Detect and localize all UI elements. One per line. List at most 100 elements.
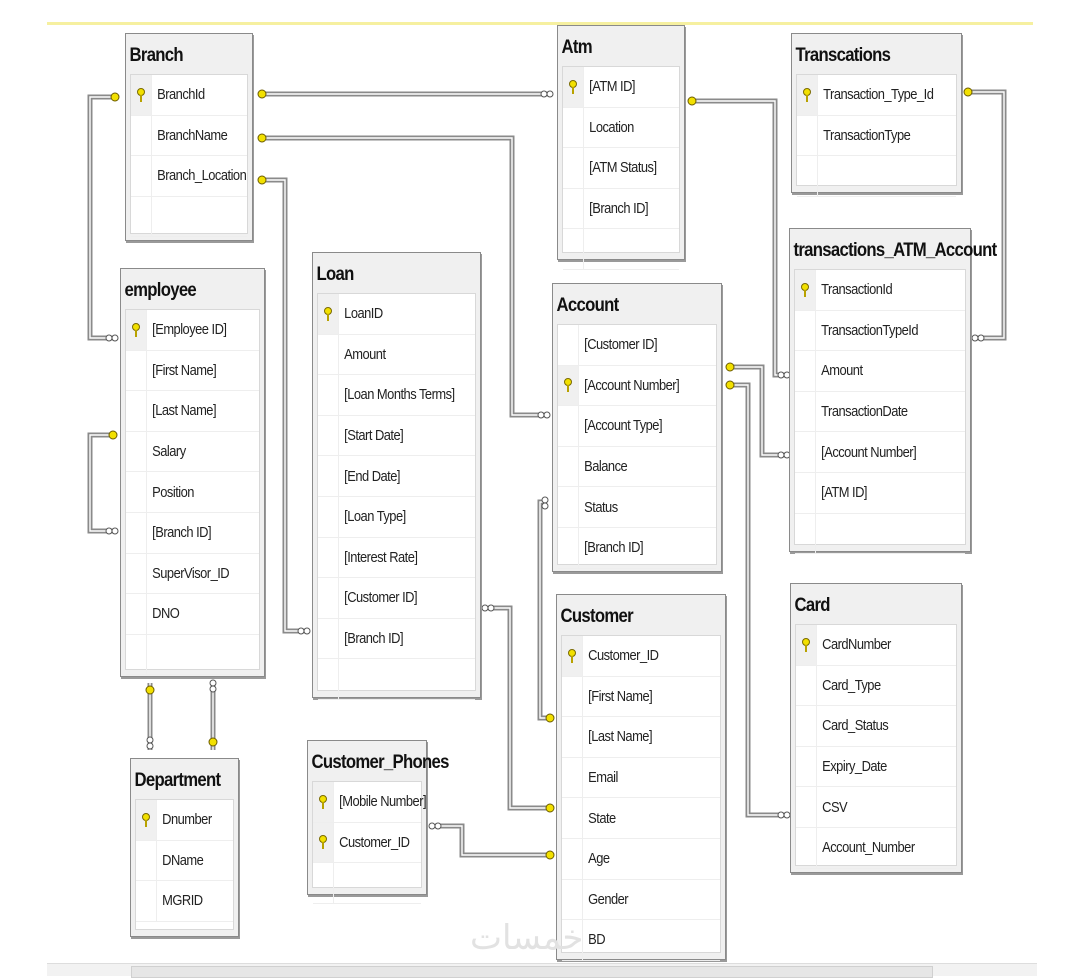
empty-row[interactable] xyxy=(126,634,259,676)
column-row[interactable]: [Employee ID] xyxy=(126,310,259,351)
column-row[interactable]: BranchName xyxy=(131,115,247,157)
column-row[interactable]: [Branch ID] xyxy=(318,618,475,660)
empty-row[interactable] xyxy=(797,156,956,197)
row-selector xyxy=(318,415,339,456)
column-row[interactable]: TransactionDate xyxy=(795,391,965,433)
table-employee[interactable]: employee [Employee ID][First Name][Last N… xyxy=(120,268,265,677)
column-row[interactable]: [First Name] xyxy=(562,676,720,718)
row-selector xyxy=(562,879,583,920)
column-row[interactable]: Salary xyxy=(126,431,259,473)
column-row[interactable]: [Interest Rate] xyxy=(318,537,475,579)
column-row[interactable]: [End Date] xyxy=(318,456,475,497)
column-row[interactable]: Amount xyxy=(795,351,965,392)
row-selector xyxy=(318,456,339,496)
table-title[interactable]: Atm xyxy=(561,37,593,58)
table-title[interactable]: transactions_ATM_Account xyxy=(793,240,998,261)
column-row[interactable]: Transaction_Type_Id xyxy=(797,75,956,116)
column-row[interactable]: [Last Name] xyxy=(562,717,720,758)
column-row[interactable]: [First Name] xyxy=(126,350,259,392)
column-name: Amount xyxy=(344,345,386,363)
table-title[interactable]: Account xyxy=(556,295,620,316)
table-atm[interactable]: Atm [ATM ID]Location[ATM Status][Branch I… xyxy=(557,25,685,270)
column-row[interactable]: Account_Number xyxy=(796,827,956,869)
column-row[interactable]: BD xyxy=(562,920,720,961)
row-selector xyxy=(562,798,583,838)
column-row[interactable]: Customer_ID xyxy=(313,822,421,864)
column-row[interactable]: [Branch ID] xyxy=(563,188,679,230)
table-title[interactable]: Loan xyxy=(316,264,355,285)
rel-account-card xyxy=(730,382,785,818)
column-row[interactable]: [Last Name] xyxy=(126,391,259,432)
column-row[interactable]: Position xyxy=(126,472,259,513)
column-row[interactable]: BranchId xyxy=(131,75,247,116)
column-row[interactable]: Amount xyxy=(318,334,475,376)
empty-row[interactable] xyxy=(318,659,475,700)
column-row[interactable]: [ATM ID] xyxy=(795,472,965,514)
empty-row[interactable] xyxy=(795,513,965,555)
column-row[interactable]: Customer_ID xyxy=(562,636,720,677)
table-customer-phones[interactable]: Customer_Phones [Mobile Number]Customer_I… xyxy=(307,740,450,904)
column-row[interactable]: Location xyxy=(563,107,679,149)
column-row[interactable]: [ATM ID] xyxy=(563,67,679,108)
table-title[interactable]: Customer xyxy=(560,606,634,627)
key-end-icon xyxy=(725,362,735,372)
column-row[interactable]: CSV xyxy=(796,787,956,828)
column-row[interactable]: Email xyxy=(562,757,720,799)
column-row[interactable]: [Start Date] xyxy=(318,415,475,457)
column-name: TransactionTypeId xyxy=(821,321,919,339)
column-row[interactable]: [Branch ID] xyxy=(126,512,259,554)
empty-row[interactable] xyxy=(131,196,247,238)
table-title[interactable]: Department xyxy=(134,770,222,791)
scrollbar-thumb[interactable] xyxy=(131,966,933,978)
column-name: TransactionDate xyxy=(821,403,908,421)
table-title[interactable]: Transcations xyxy=(795,45,891,66)
column-row[interactable]: TransactionTypeId xyxy=(795,310,965,352)
column-row[interactable]: DNO xyxy=(126,594,259,635)
column-row[interactable]: LoanID xyxy=(318,294,475,335)
key-end-icon xyxy=(725,380,735,390)
column-row[interactable]: [Account Type] xyxy=(558,406,716,447)
column-row[interactable]: Gender xyxy=(562,879,720,921)
table-title[interactable]: Card xyxy=(794,595,831,616)
column-row[interactable]: Status xyxy=(558,487,716,528)
column-row[interactable]: [Loan Type] xyxy=(318,496,475,538)
column-row[interactable]: [Mobile Number] xyxy=(313,782,427,823)
column-row[interactable]: Balance xyxy=(558,446,716,488)
column-row[interactable]: CardNumber xyxy=(796,625,956,666)
column-row[interactable]: State xyxy=(562,798,720,839)
column-row[interactable]: [Account Number] xyxy=(795,432,965,473)
empty-row[interactable] xyxy=(313,863,421,904)
table-title[interactable]: Customer_Phones xyxy=(311,752,450,773)
column-row[interactable]: Branch_Location xyxy=(131,156,247,197)
column-row[interactable]: [Customer ID] xyxy=(558,325,716,366)
column-row[interactable]: DName xyxy=(136,840,233,882)
column-row[interactable]: TransactionType xyxy=(797,115,956,157)
column-row[interactable]: Card_Status xyxy=(796,706,956,747)
rel-branch-employee xyxy=(87,94,115,341)
table-title[interactable]: employee xyxy=(124,280,197,301)
table-title[interactable]: Branch xyxy=(129,45,184,66)
column-row[interactable]: SuperVisor_ID xyxy=(126,553,259,595)
column-row[interactable]: [Branch ID] xyxy=(558,527,716,569)
column-row[interactable]: Age xyxy=(562,838,720,880)
horizontal-scrollbar[interactable] xyxy=(47,963,1037,978)
table-account[interactable]: Account [Customer ID][Account Number][Acc… xyxy=(552,283,722,572)
column-row[interactable]: TransactionId xyxy=(795,270,965,311)
column-row[interactable]: [Loan Months Terms] xyxy=(318,375,475,416)
column-row[interactable]: [ATM Status] xyxy=(563,148,679,189)
column-row[interactable]: MGRID xyxy=(136,881,233,922)
column-name: [Start Date] xyxy=(344,427,404,445)
column-row[interactable]: [Customer ID] xyxy=(318,578,475,619)
empty-row[interactable] xyxy=(563,229,679,270)
column-row[interactable]: Dnumber xyxy=(136,800,233,841)
column-row[interactable]: Expiry_Date xyxy=(796,746,956,788)
column-row[interactable]: [Account Number] xyxy=(558,365,716,407)
column-row[interactable]: Card_Type xyxy=(796,665,956,707)
